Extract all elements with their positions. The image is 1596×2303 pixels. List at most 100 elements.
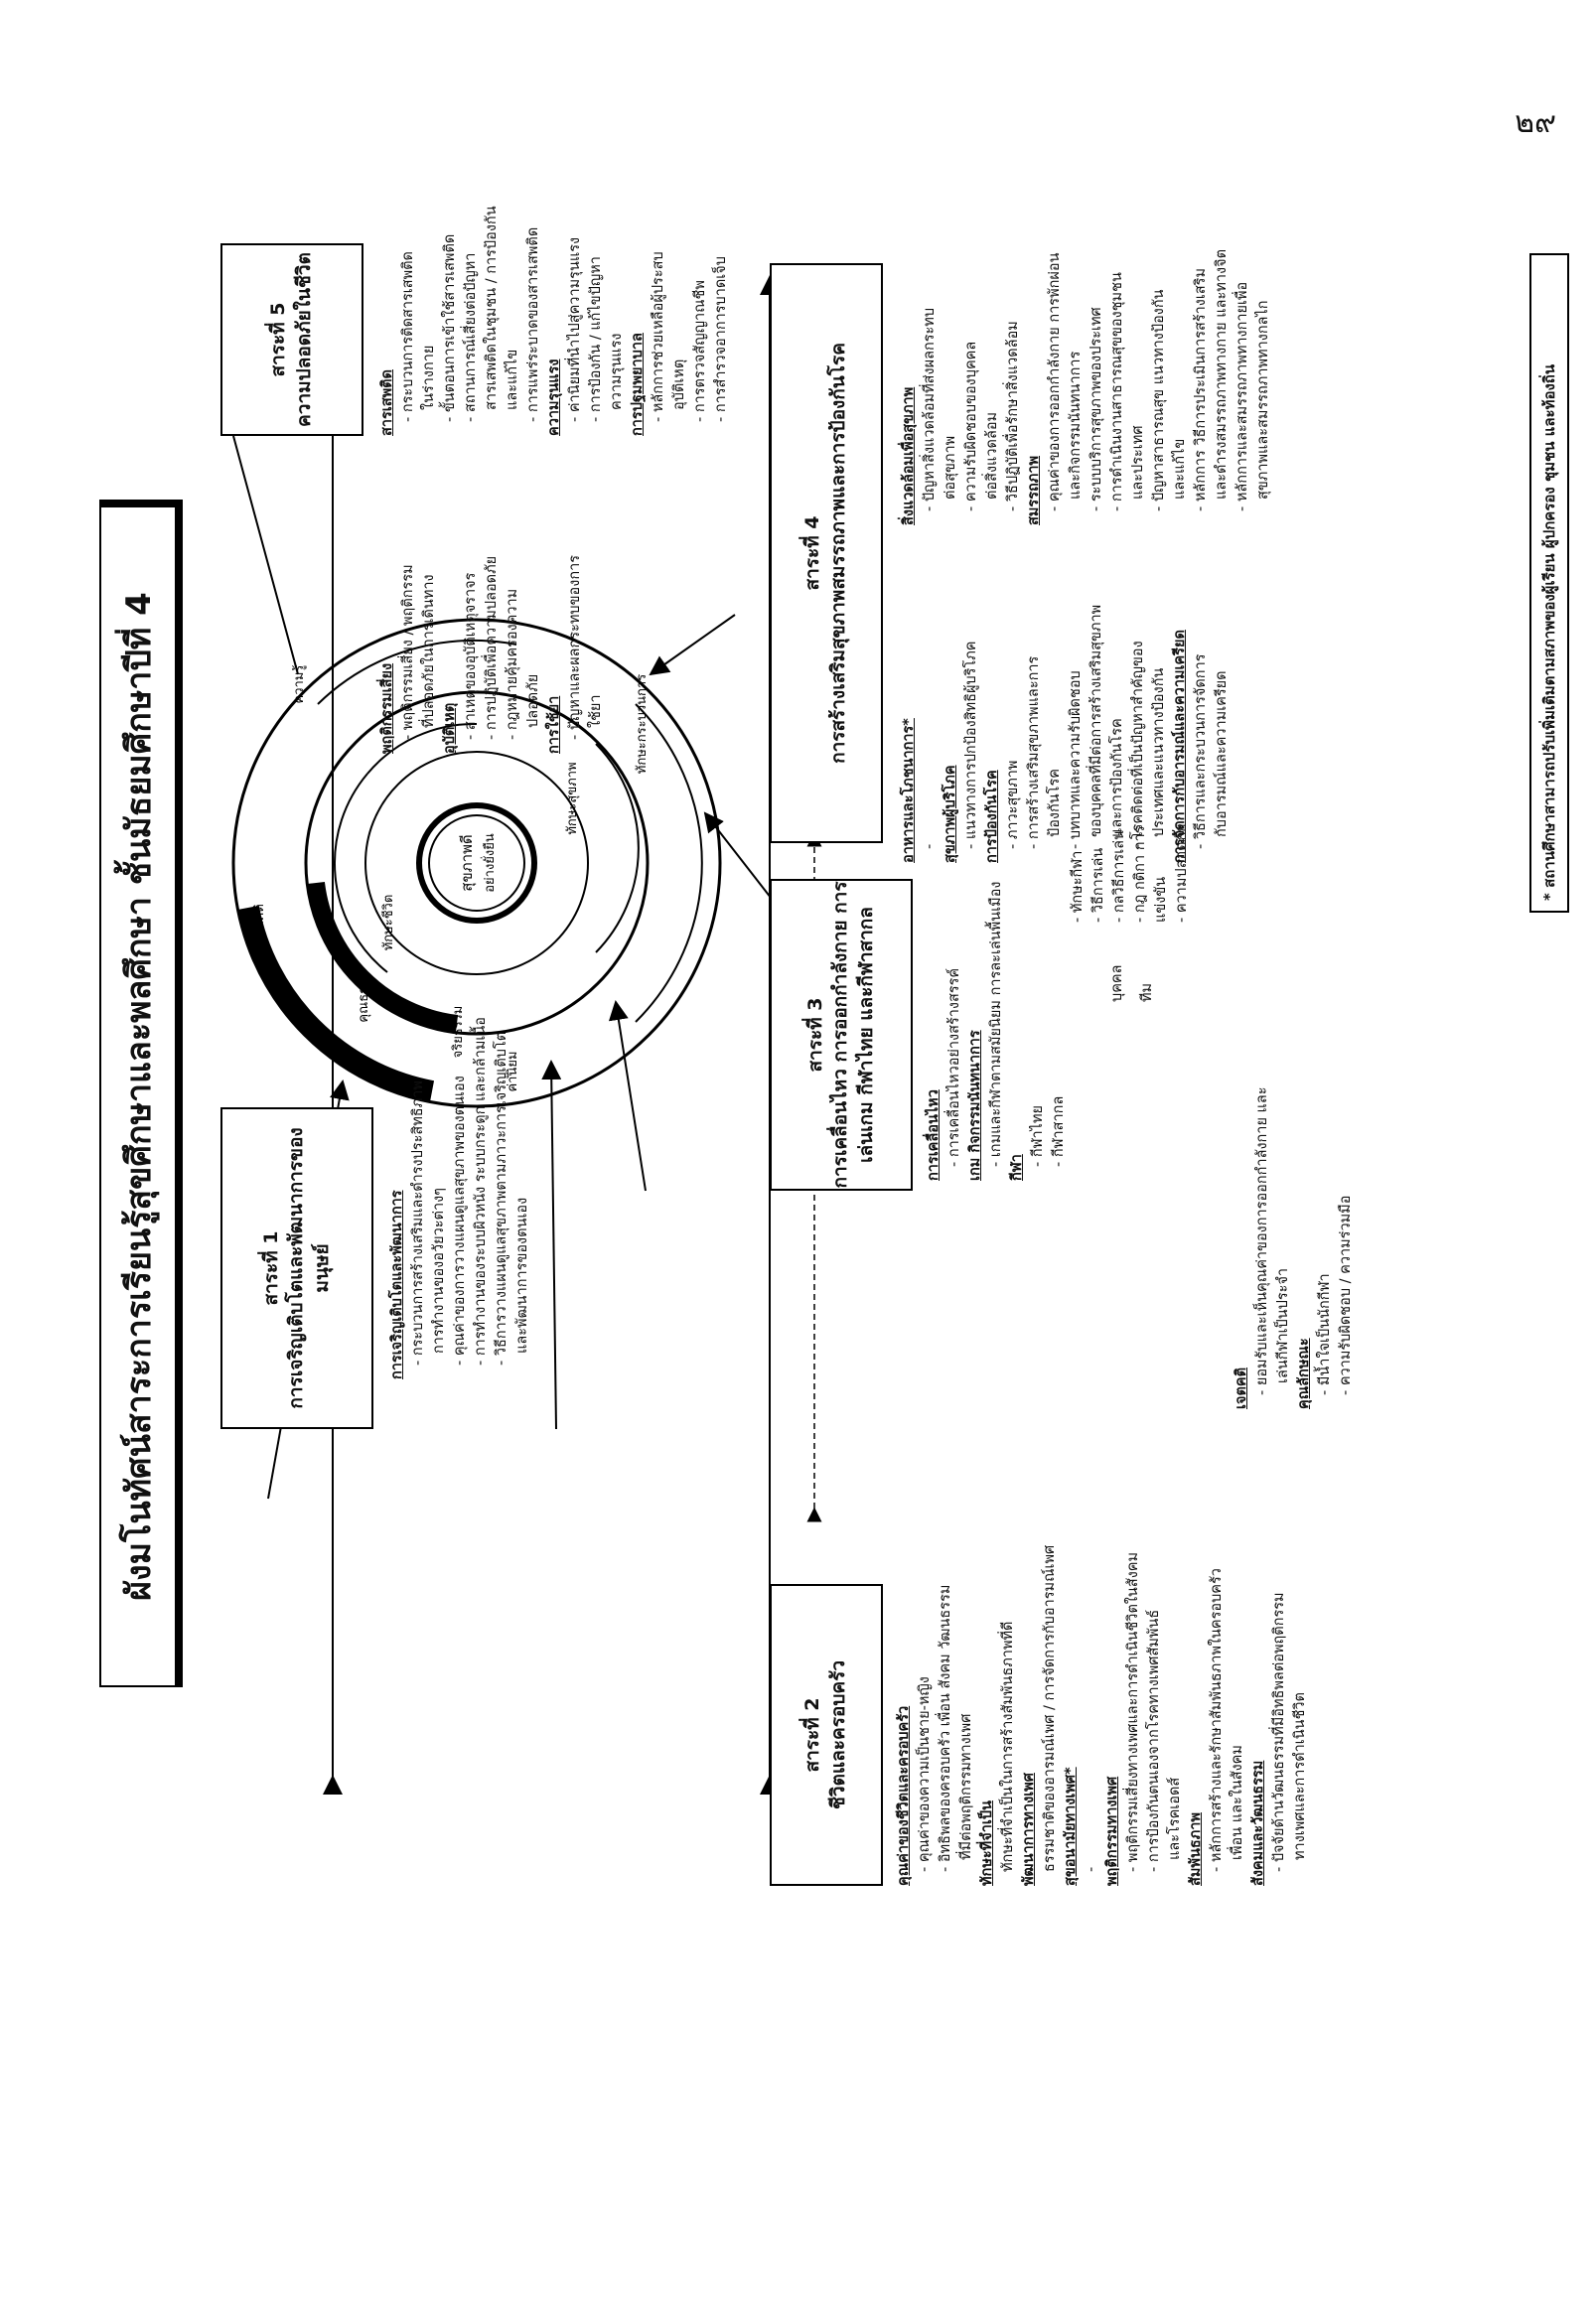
list-item: - ความรับผิดชอบ / ความร่วมมือ	[1338, 1195, 1355, 1395]
list-item: - การเคลื่อนไหวอย่างสร้างสรรค์	[946, 967, 963, 1167]
strand-1-box: สาระที่ 1 การเจริญเติบโตและพัฒนาการของมน…	[220, 1107, 373, 1429]
list-item: และประเทศ	[1130, 425, 1147, 500]
list-heading: สุขภาพผู้บริโภค	[943, 765, 959, 863]
strand-1-name: การเจริญเติบโตและพัฒนาการของมนุษย์	[285, 1127, 333, 1409]
list-heading: พัฒนาการทางเพศ	[1021, 1773, 1038, 1886]
list-item: - กฎหมายคุ้มครองความ	[505, 588, 521, 740]
list-heading: ความรุนแรง	[546, 359, 563, 436]
list-heading: สมรรถภาพ	[1026, 455, 1043, 525]
list-item: - ปัญหาและผลกระทบของการ	[567, 554, 584, 740]
strand-3-box: สาระที่ 3 การเคลื่อนไหว การออกกำลังกาย ก…	[770, 879, 913, 1191]
list-item: ป้องกันโรค	[1047, 769, 1064, 837]
list-item: - วิธีการวางแผนดูแลสุขภาพตามภาวะการเจริญ…	[494, 1031, 510, 1366]
list-item: - บทบาทและความรับผิดชอบ	[1068, 670, 1085, 849]
list-heading: สุขอนามัยทางเพศ*	[1063, 1767, 1080, 1886]
list-item: - พฤติกรรมเสี่ยงทางเพศและการดำเนินชีวิตใ…	[1125, 1551, 1142, 1872]
list-heading: คุณลักษณะ	[1296, 1338, 1313, 1409]
list-item: ที่มีต่อพฤติกรรมทางเพศ	[958, 1713, 975, 1860]
list-heading: สารเสพติด	[379, 369, 395, 436]
list-item: และกิจกรรมนันทนาการ	[1068, 351, 1085, 500]
list-item: ต่อสุขภาพ	[943, 435, 959, 500]
list-item: - คุณค่าของความเป็นชาย-หญิง	[917, 1676, 934, 1872]
list-item: - อิทธิพลของครอบครัว เพื่อน สังคม วัฒนธร…	[938, 1584, 954, 1872]
list-item: การทำงานของอวัยวะต่างๆ	[431, 1188, 448, 1354]
list-heading: พฤติกรรมทางเพศ	[1104, 1776, 1121, 1886]
list-heading: กีฬา	[1009, 1154, 1026, 1181]
strand-2-list: คุณค่าของชีวิตและครอบครัว - คุณค่าของความ…	[894, 1369, 1311, 1886]
list-item: อุบัติเหตุ	[671, 359, 688, 410]
list-item: ทางเพศและการดำเนินชีวิต	[1292, 1692, 1309, 1860]
list-item: - มีน้ำใจเป็นนักกีฬา	[1317, 1273, 1334, 1395]
strand-4-box: สาระที่ 4 การสร้างเสริมสุขภาพสมรรถภาพและ…	[770, 263, 883, 843]
footnote: * สถานศึกษาสามารถปรับเพิ่มเติมตามสภาพของ…	[1529, 253, 1569, 913]
list-heading: เจตคติ	[1233, 1367, 1249, 1409]
list-item: - ปัญหาสาธารณสุข แนวทางป้องกัน	[1151, 289, 1168, 511]
list-item: - ปัญหาสิ่งแวดล้อมที่ส่งผลกระทบ	[922, 307, 939, 511]
list-item: ของบุคคลที่มีต่อการสร้างเสริมสุขภาพ	[1088, 604, 1105, 837]
list-item: ทักษะที่จำเป็นในการสร้างสัมพันธภาพที่ดี	[1000, 1621, 1017, 1872]
list-item: - พฤติกรรมเสี่ยง / พฤติกรรม	[400, 564, 417, 740]
list-heading: อาหารและโภชนาการ*	[901, 718, 917, 863]
mid-ring-label-1: คุณธรรม	[357, 971, 371, 1022]
list-item: - การปฏิบัติเพื่อความปลอดภัย	[484, 555, 501, 740]
strand-4-name: การสร้างเสริมสุขภาพสมรรถภาพและการป้องกัน…	[827, 343, 849, 764]
list-heading: การจัดการกับอารมณ์และความเครียด	[1172, 630, 1189, 863]
list-heading: สังคมและวัฒนธรรม	[1250, 1760, 1267, 1886]
inner-ring-label-2: ทักษะสุขภาพ	[565, 762, 580, 834]
list-item: - การดำเนินงานสาธารณสุขของชุมชน	[1109, 272, 1126, 511]
list-heading: เกม กิจกรรมนันทนาการ	[967, 1030, 984, 1181]
list-item: - วิธีการและกระบวนการจัดการ	[1193, 653, 1210, 849]
list-item: และแก้ไข	[505, 349, 521, 410]
center-core-line2: อย่างยั่งยืน	[481, 833, 498, 893]
list-item: ปลอดภัย	[525, 673, 542, 728]
list-heading: อุบัติเหตุ	[442, 702, 459, 754]
list-item: ต่อสิ่งแวดล้อม	[984, 411, 1001, 500]
list-heading: คุณค่าของชีวิตและครอบครัว	[896, 1705, 912, 1886]
list-item: - การสำรวจอาการบาดเจ็บ	[713, 256, 730, 422]
strand-5-list-b: สารเสพติด- กระบวนการติดสารเสพติดในร่างกา…	[377, 138, 732, 436]
center-rings: สุขภาพดี อย่างยั่งยืน ทักษะชีวิต ทักษะสุ…	[231, 618, 722, 1108]
list-item: - หลักการและสมรรถภาพทางกายเพื่อ	[1234, 281, 1251, 511]
list-item: - ระบบบริการสุขภาพของประเทศ	[1088, 307, 1105, 511]
list-item: - ความรับผิดชอบของบุคคล	[963, 341, 980, 511]
list-heading: ทักษะที่จำเป็น	[979, 1800, 996, 1886]
list-item: - เกมและกีฬาตามสมัยนิยม การละเล่นพื้นเมื…	[988, 881, 1005, 1168]
list-item: ที่ปลอดภัยในการเดินทาง	[421, 574, 438, 728]
list-heading: การเคลื่อนไหว	[926, 1089, 942, 1181]
strand-5-list-a: พฤติกรรมเสี่ยง- พฤติกรรมเสี่ยง / พฤติกรร…	[377, 436, 607, 754]
list-item: ธรรมชาติของอารมณ์เพศ / การจัดการกับอารมณ…	[1042, 1544, 1059, 1872]
strand-5-number: สาระที่ 5	[267, 302, 290, 377]
list-item: เล่นกีฬาเป็นประจำ	[1275, 1267, 1292, 1383]
list-item: - หลักการช่วยเหลือผู้ประสบ	[651, 251, 667, 422]
list-item: กับอารมณ์และความเครียด	[1214, 670, 1231, 837]
outer-ring-label-1: เจตคติ	[252, 904, 267, 941]
list-item: - การทำงานของระบบผิวหนัง ระบบกระดูก และก…	[473, 1017, 490, 1366]
strand-3-list-a: การเคลื่อนไหว- การเคลื่อนไหวอย่างสร้างสร…	[924, 823, 1070, 1182]
list-item: - ภาวะสุขภาพ	[1005, 760, 1022, 850]
list-item: - การตรวจสัญญาณชีพ	[692, 280, 709, 422]
list-item: - โรคติดต่อที่เป็นปัญหาสำคัญของ	[1130, 641, 1147, 849]
strand-2-box: สาระที่ 2 ชีวิตและครอบครัว	[770, 1584, 883, 1886]
strand-4-list-b: สิ่งแวดล้อมเพื่อสุขภาพ- ปัญหาสิ่งแวดล้อม…	[899, 168, 1274, 525]
strand-4-number: สาระที่ 4	[801, 515, 824, 591]
list-heading: การเจริญเติบโตและพัฒนาการ	[389, 1190, 405, 1379]
list-item: - ยอมรับและเห็นคุณค่าของการออกกำลังกาย แ…	[1254, 1086, 1271, 1395]
list-item: - กีฬาไทย	[1030, 1104, 1047, 1167]
list-item: - วิธีปฏิบัติเพื่อรักษาสิ่งแวดล้อม	[1005, 321, 1022, 511]
list-item: และดำรงสมรรถภาพทางกาย และทางจิต	[1214, 249, 1231, 500]
list-item: - การป้องกัน / แก้ไขปัญหา	[588, 256, 605, 422]
page-number: ๒๙	[1515, 105, 1556, 140]
strand-4-list-a: อาหารและโภชนาการ*-สุขภาพผู้บริโภค- แนวทา…	[899, 535, 1233, 863]
inner-ring-label-1: ทักษะชีวิต	[380, 895, 396, 951]
strand-5-name: ความปลอดภัยในชีวิต	[293, 252, 315, 427]
list-item: - สถานการณ์เสี่ยงต่อปัญหา	[463, 252, 480, 422]
strand-2-number: สาระที่ 2	[801, 1697, 824, 1773]
list-item: และโรคเอดส์	[1167, 1777, 1184, 1860]
list-item: - การสร้างเสริมสุขภาพและการ	[1026, 655, 1043, 849]
strand-1-number: สาระที่ 1	[259, 1230, 282, 1306]
list-item: สารเสพติดในชุมชน / การป้องกัน	[484, 206, 501, 410]
list-item: ประเทศและแนวทางป้องกัน	[1151, 667, 1168, 837]
list-item: สุขภาพและสมรรถภาพทางกลไก	[1255, 300, 1272, 500]
list-item: - หลักการสร้างและรักษาสัมพันธภาพในครอบคร…	[1209, 1568, 1226, 1872]
